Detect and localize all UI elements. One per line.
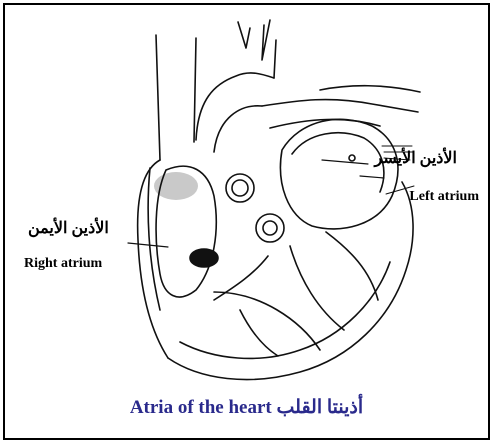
aortic-arch: [196, 20, 276, 152]
ventricles: [168, 182, 413, 380]
right-atrium-label-ar: الأذين الأيمن: [28, 218, 109, 238]
superior-vena-cava: [156, 35, 196, 160]
caption-arabic: أذينتا القلب: [277, 397, 364, 418]
left-atrium-label-en: Left atrium: [409, 189, 479, 205]
left-atrium-inner: [292, 133, 384, 192]
pulmonary-vein-opening: [349, 155, 355, 161]
left-atrium-label-ar: الأذين الأيسر: [375, 148, 457, 168]
figure-caption: Atria of the heart أذينتا القلب: [0, 396, 493, 419]
left-atrium-chamber: [280, 119, 397, 229]
caption-english: Atria of the heart: [130, 397, 272, 418]
coronary-sinus-opening: [190, 249, 218, 267]
right-atrium-label-en: Right atrium: [24, 256, 102, 272]
leader-lines: [128, 160, 384, 247]
valve-circles: [226, 174, 284, 242]
pulmonary-artery: [262, 86, 420, 128]
